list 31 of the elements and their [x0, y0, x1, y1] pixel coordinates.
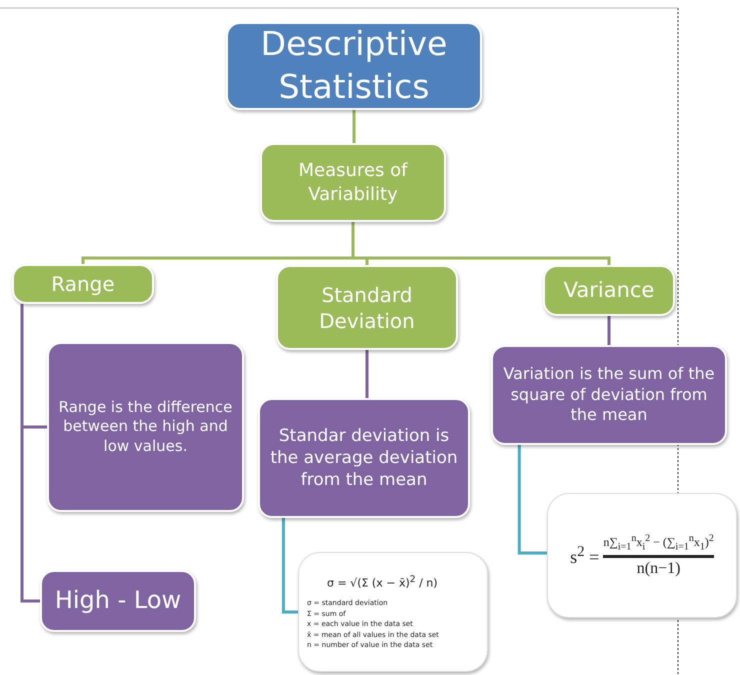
definition-box: [258, 398, 470, 518]
formula-text: n(n−1): [636, 558, 680, 579]
connector-line: [352, 110, 356, 143]
title-box: [226, 22, 482, 110]
node-label: Variance: [564, 276, 654, 304]
category-box: [260, 143, 446, 222]
connector-line: [282, 518, 298, 614]
node-label: Range: [51, 271, 115, 297]
node-label: High - Low: [54, 585, 182, 616]
topic-box: [276, 265, 458, 350]
node-label: Standard Deviation: [318, 282, 416, 334]
topic-box: [543, 265, 675, 316]
formula-text: s$^{2}$ =: [570, 544, 600, 568]
formula-text: n∑$_{i=1}$$^{n}$x$_{i}$$^{2}$ − (∑$_{i=1}$$^{n}$x$_{1}$)$^{2}$: [603, 531, 714, 558]
node-label: Range is the difference between the high and low values.: [58, 398, 234, 456]
formula-box: [40, 570, 196, 632]
formula-card: [298, 552, 488, 672]
connector-line: [20, 304, 40, 602]
node-label: Measures of Variability: [298, 159, 409, 206]
node-label: Standar deviation is the average deviation from the mean: [269, 424, 459, 492]
connector-line: [608, 316, 610, 345]
formula-card: [547, 493, 737, 618]
formula-text: σ = √(Σ (x − x̄)$^{2}$ / n): [327, 573, 438, 592]
connector-line: [366, 350, 368, 398]
definition-box: [47, 342, 244, 512]
connector-line: [518, 445, 547, 554]
node-label: Descriptive Statistics: [260, 23, 448, 108]
node-label: Variation is the sum of the square of deviation from the mean: [502, 364, 716, 426]
topic-box: [12, 264, 154, 304]
definition-box: [491, 345, 727, 445]
connector-line: [352, 222, 610, 265]
